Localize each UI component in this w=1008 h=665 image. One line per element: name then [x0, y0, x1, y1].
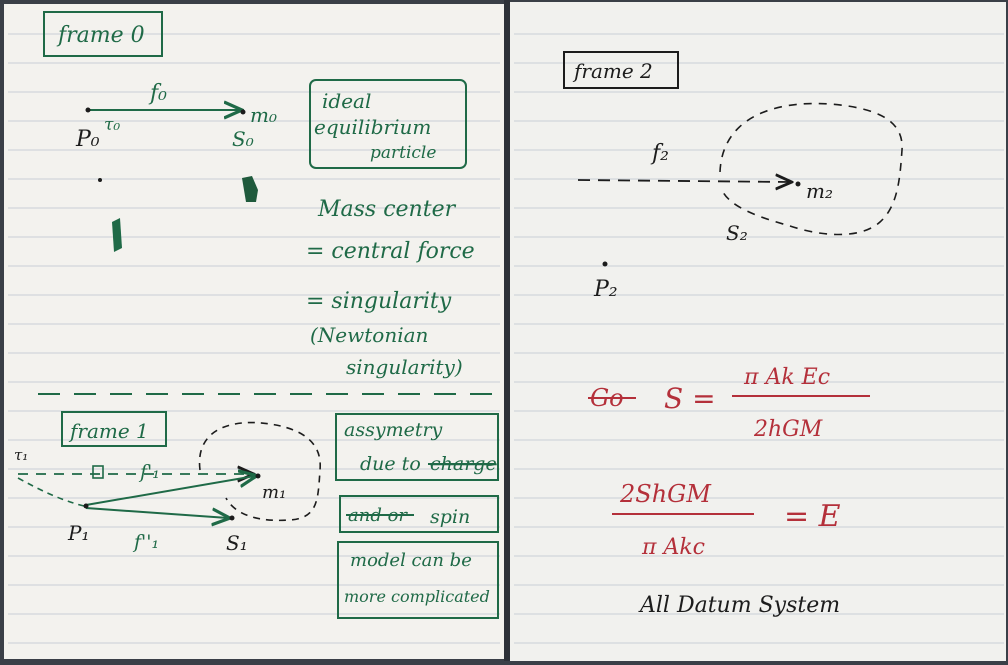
dashed-arrow-f2 — [577, 180, 790, 182]
frame2-label-box — [563, 51, 679, 89]
eq1-denominator: 2hGM — [753, 417, 823, 442]
eq2-numerator: 2ShGM — [619, 480, 712, 508]
dashed-curve — [17, 477, 85, 507]
box-line-ideal: ideal — [322, 89, 371, 113]
s1-label: S₁ — [226, 531, 248, 555]
frame0-label: frame 0 — [56, 23, 145, 48]
point-s1 — [229, 515, 235, 521]
tau1-label: τ₁ — [14, 446, 28, 464]
assymetry-text: assymetry — [344, 419, 443, 441]
note-mass-center: Mass center — [317, 197, 457, 222]
note-central-force: = central force — [306, 239, 475, 264]
f2-label: f₂ — [650, 141, 669, 166]
small-dot — [98, 178, 102, 182]
m2-label: m₂ — [806, 179, 833, 203]
p1-label: P₁ — [67, 521, 89, 545]
right-page — [510, 2, 1006, 661]
note-singularity: = singularity — [306, 289, 452, 314]
model-box — [337, 541, 499, 619]
force-arrow-to-m1 — [85, 476, 255, 506]
assymetry-box — [335, 413, 499, 481]
f1dprime-label: f''₁ — [132, 531, 159, 553]
cloud-frame1 — [198, 421, 321, 522]
left-page — [4, 4, 504, 659]
p0-label: P₀ — [75, 127, 100, 152]
spin-box — [339, 495, 499, 533]
m0-label: m₀ — [250, 103, 277, 127]
frame0-label-box — [43, 11, 163, 57]
f1prime-label: f'₁ — [138, 461, 160, 483]
footer-datum-system: All Datum System — [638, 593, 840, 618]
eq2-rhs: = E — [784, 499, 841, 534]
eq1-numerator: π Ak Ec — [743, 365, 830, 390]
point-p0 — [85, 107, 91, 113]
tau0-label: τ₀ — [104, 115, 120, 135]
frame1-label: frame 1 — [68, 419, 149, 443]
frame2-label: frame 2 — [572, 59, 653, 83]
note-newtonian: (Newtonian — [310, 323, 428, 347]
f0-label: f₀ — [148, 81, 167, 106]
frame1-label-box — [61, 411, 167, 447]
box-line-particle: particle — [370, 143, 436, 163]
ink-blot — [242, 176, 258, 202]
point-m2 — [795, 181, 801, 187]
ink-blot — [112, 218, 122, 252]
note-singularity-close: singularity) — [346, 355, 463, 379]
ruled-lines — [8, 33, 1004, 644]
eq2-denominator: π Akc — [641, 535, 705, 560]
m1-label: m₁ — [262, 482, 286, 503]
model-text: model can be — [350, 550, 472, 571]
binding-gutter — [504, 0, 510, 661]
s0-label: S₀ — [232, 127, 254, 151]
point-s0 — [240, 109, 246, 115]
point-p1 — [83, 503, 89, 509]
small-square-mark — [92, 465, 104, 479]
frame0-section: frame 0 f₀ τ₀ P₀ S₀ m₀ ideal equilibrium… — [43, 11, 475, 379]
point-m1 — [255, 473, 261, 479]
spin-text: spin — [430, 506, 470, 528]
p2-label: P₂ — [593, 277, 618, 302]
eq1-lhs: S = — [664, 382, 716, 415]
frame2-section: frame 2 f₂ m₂ S₂ P₂ — [563, 51, 903, 302]
force-arrow-to-s1 — [85, 507, 228, 518]
equation-block: Go S = π Ak Ec 2hGM 2ShGM π Akc = E — [588, 365, 870, 560]
complicated-text: more complicated — [344, 587, 490, 606]
due-to-text: due to — [360, 453, 421, 475]
s2-label: S₂ — [726, 221, 748, 245]
ideal-particle-box — [309, 79, 467, 169]
point-p2 — [602, 261, 608, 267]
frame1-section: frame 1 τ₁ f'₁ f''₁ P₁ S₁ m₁ assymetry d… — [14, 411, 499, 619]
box-line-equilibrium: equilibrium — [314, 115, 431, 139]
